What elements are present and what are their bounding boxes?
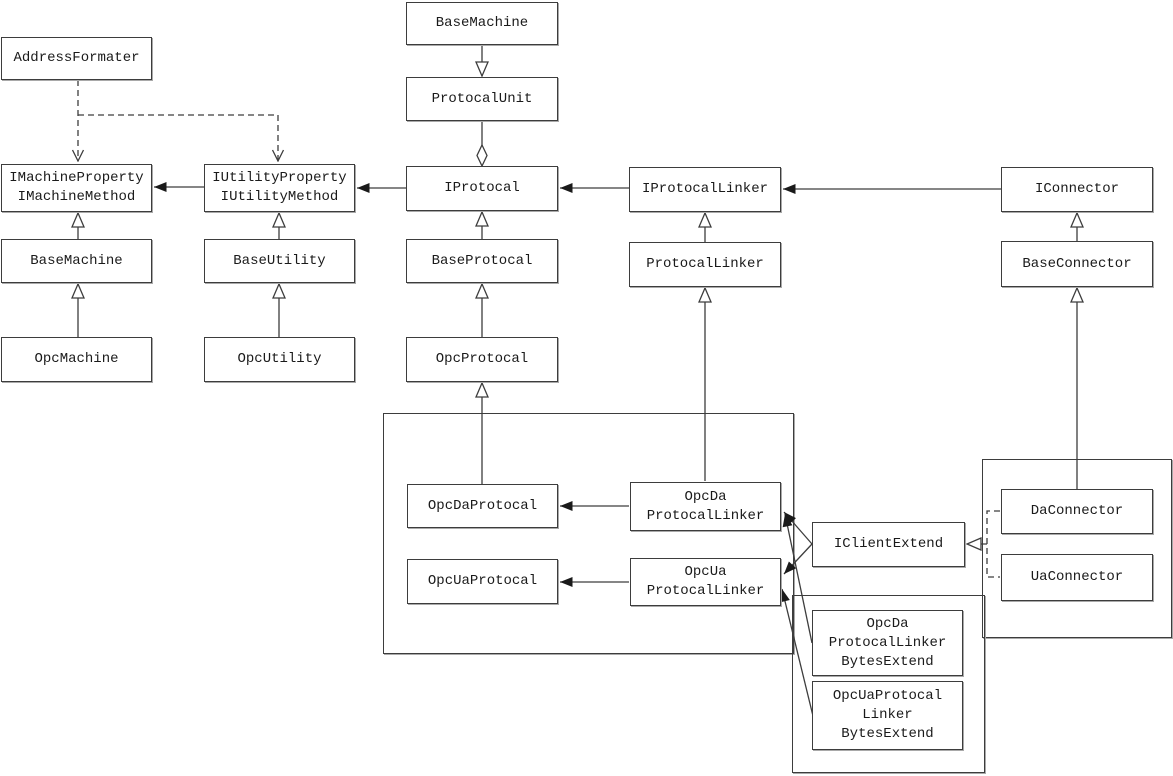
class-box-base-protocal: BaseProtocal: [406, 239, 558, 283]
class-box-opc-ua-protocal-linker-bytes-extend: OpcUaProtocal Linker BytesExtend: [812, 681, 963, 750]
dashed-realization-edges: [967, 510, 1000, 578]
class-box-iprotocal-linker: IProtocalLinker: [629, 167, 781, 212]
class-box-imachine-property-method: IMachineProperty IMachineMethod: [1, 164, 152, 212]
class-box-base-connector: BaseConnector: [1001, 241, 1153, 287]
group-box-opc-protocal-linker: [383, 413, 794, 654]
class-box-base-machine: BaseMachine: [1, 239, 152, 283]
class-box-protocal-linker: ProtocalLinker: [629, 242, 781, 287]
dashed-dependency-edges: [78, 80, 278, 161]
class-box-protocal-unit: ProtocalUnit: [406, 77, 558, 121]
class-box-opc-protocal: OpcProtocal: [406, 337, 558, 382]
class-box-ua-connector: UaConnector: [1001, 554, 1153, 601]
class-box-iconnector: IConnector: [1001, 167, 1153, 212]
class-box-opc-ua-protocal: OpcUaProtocal: [407, 559, 558, 604]
generalization-edges: [78, 45, 1077, 489]
association-edges: [154, 182, 1001, 717]
class-box-da-connector: DaConnector: [1001, 489, 1153, 534]
class-box-opc-da-protocal-linker: OpcDa ProtocalLinker: [630, 482, 781, 531]
group-box-bytes-extend: [792, 595, 985, 773]
class-box-opc-ua-protocal-linker: OpcUa ProtocalLinker: [630, 558, 781, 606]
class-box-base-machine-top: BaseMachine: [406, 2, 558, 45]
class-box-opc-machine: OpcMachine: [1, 337, 152, 382]
class-box-iprotocal: IProtocal: [406, 166, 558, 211]
class-box-iclient-extend: IClientExtend: [812, 522, 965, 567]
class-box-opc-da-protocal-linker-bytes-extend: OpcDa ProtocalLinker BytesExtend: [812, 610, 963, 676]
class-box-iutility-property-method: IUtilityProperty IUtilityMethod: [204, 164, 355, 212]
class-box-address-formater: AddressFormater: [1, 37, 152, 80]
class-box-opc-utility: OpcUtility: [204, 337, 355, 382]
aggregation-edge: [476, 121, 488, 168]
class-box-base-utility: BaseUtility: [204, 239, 355, 283]
class-box-opc-da-protocal: OpcDaProtocal: [407, 484, 558, 528]
